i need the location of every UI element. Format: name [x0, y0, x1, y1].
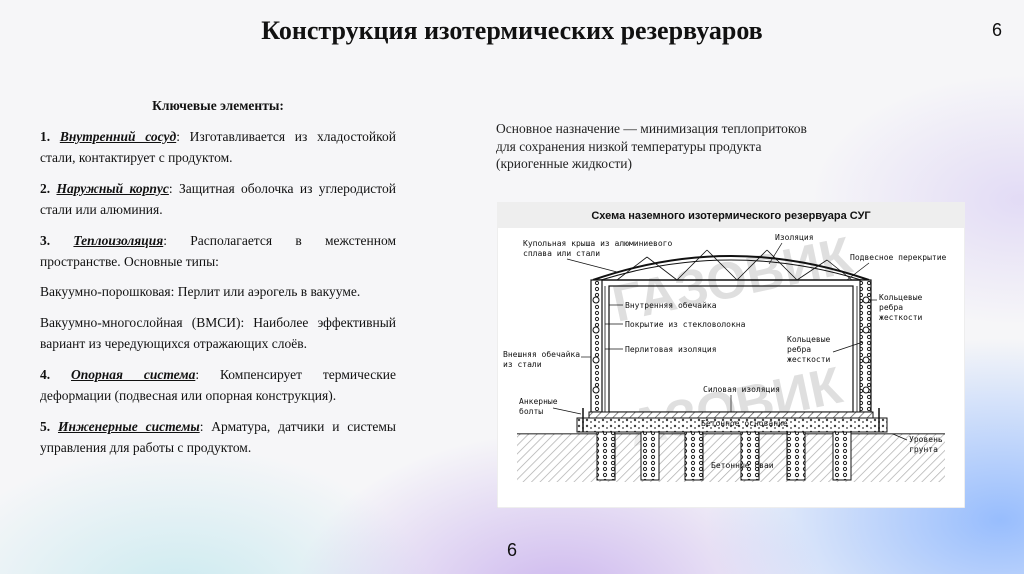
- label-ribs-right-1: Кольцевые: [879, 293, 923, 302]
- label-ribs-mid-2: ребра: [787, 344, 811, 354]
- label-roof-2: сплава или стали: [523, 249, 600, 258]
- item-term: Внутренний сосуд: [59, 128, 177, 144]
- label-fiberglass: Покрытие из стекловолокна: [625, 320, 746, 329]
- list-item: 1. Внутренний сосуд: Изготавливается из …: [40, 127, 396, 169]
- label-ribs-mid-3: жесткости: [787, 355, 831, 364]
- slide-title: Конструкция изотермических резервуаров: [261, 16, 763, 45]
- label-ground-2: грунта: [909, 445, 938, 454]
- item-term: Инженерные системы: [57, 419, 200, 435]
- list-item-plain: Вакуумно-многослойная (ВМСИ): Наиболее э…: [40, 315, 396, 352]
- page-number-top: 6: [991, 20, 1002, 40]
- load-insulation: [588, 411, 874, 419]
- item-number: 2.: [40, 180, 51, 196]
- label-roof-1: Купольная крыша из алюминиевого: [523, 239, 672, 248]
- label-load-insulation: Силовая изоляция: [703, 385, 780, 394]
- label-outer-shell-2: из стали: [503, 360, 542, 369]
- label-insulation: Изоляция: [775, 233, 814, 242]
- dome-inner: [600, 259, 862, 281]
- ring-ribs: [592, 296, 870, 394]
- list-item: 5. Инженерные системы: Арматура, датчики…: [40, 417, 396, 459]
- concrete-piles: [596, 431, 852, 481]
- item-number: 5.: [40, 419, 51, 435]
- label-anchor-2: болты: [519, 406, 543, 416]
- key-elements-heading: Ключевые элементы:: [152, 98, 284, 113]
- dome-roof: [592, 255, 870, 281]
- label-perlite: Перлитовая изоляция: [625, 345, 717, 354]
- list-item: 4. Опорная система: Компенсирует термиче…: [40, 365, 396, 407]
- label-concrete-base: Бетонное основание: [701, 419, 788, 428]
- item-text: : Располагается в межстенном пространств…: [40, 232, 397, 269]
- item-text: : Изготавливается из хладостойкой стали,…: [40, 128, 397, 165]
- item-text: : Компенсирует термические деформации (п…: [40, 367, 396, 404]
- label-ribs-right-2: ребра: [879, 302, 903, 312]
- list-item: 3. Теплоизоляция: Располагается в межсте…: [40, 231, 396, 273]
- label-piles: Бетонные сваи: [711, 461, 774, 470]
- tank-diagram: Схема наземного изотермического резервуа…: [497, 202, 965, 508]
- item-text: : Защитная оболочка из углеродистой стал…: [40, 180, 396, 217]
- item-term: Теплоизоляция: [73, 232, 164, 248]
- diagram-title-bar: [497, 202, 965, 228]
- list-item-plain: Вакуумно-порошковая: Перлит или аэрогель…: [40, 284, 361, 300]
- label-ground-1: Уровень: [909, 435, 943, 444]
- tank-diagram-svg: Схема наземного изотермического резервуа…: [497, 202, 965, 508]
- label-ceiling: Подвесное перекрытие: [850, 253, 947, 262]
- label-outer-shell-1: Внешняя обечайка: [503, 349, 580, 359]
- concrete-base: [576, 417, 888, 433]
- item-number: 3.: [40, 232, 51, 248]
- purpose-text: Основное назначение — минимизация теплоп…: [496, 121, 807, 172]
- item-text: : Арматура, датчики и системы управления…: [40, 419, 396, 455]
- item-term: Наружный корпус: [56, 180, 169, 196]
- dome-truss: [616, 249, 853, 281]
- diagram-title: Схема наземного изотермического резервуа…: [591, 210, 871, 222]
- item-number: 4.: [40, 367, 51, 383]
- label-anchor-1: Анкерные: [519, 397, 558, 406]
- label-inner-shell: Внутренняя обечайка: [625, 300, 717, 310]
- diagram-labels: Купольная крыша из алюминиевого сплава и…: [503, 233, 947, 470]
- key-elements-list: Ключевые элементы: 1. Внутренний сосуд: …: [40, 96, 396, 469]
- label-ribs-right-3: жесткости: [879, 313, 923, 322]
- item-number: 1.: [40, 128, 51, 144]
- item-term: Опорная система: [71, 367, 196, 383]
- ground-fill: [517, 434, 945, 482]
- page-number-bottom: 6: [506, 540, 517, 560]
- label-ribs-mid-1: Кольцевые: [787, 335, 831, 344]
- list-item: 2. Наружный корпус: Защитная оболочка из…: [40, 179, 396, 221]
